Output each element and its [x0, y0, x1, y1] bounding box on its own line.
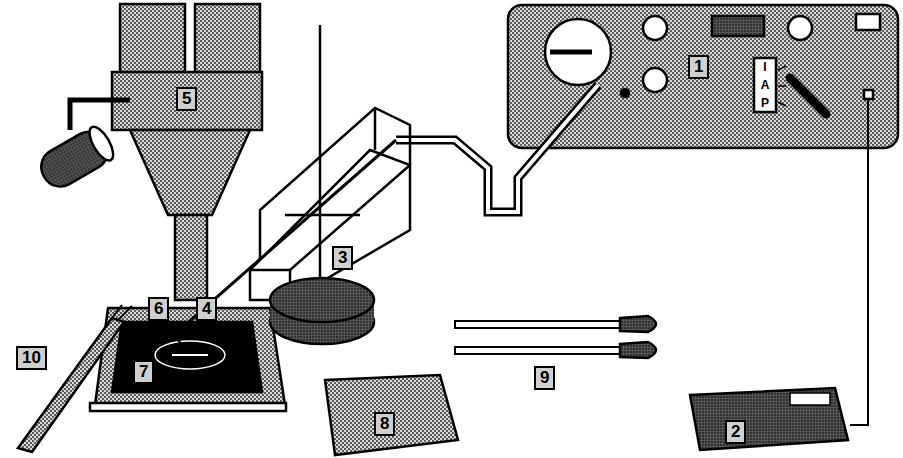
switch-position-label: P [759, 97, 771, 109]
callout-number: 1 [688, 55, 709, 79]
switch-position-label: I [759, 61, 771, 73]
callout-number: 8 [374, 412, 395, 436]
callout-number: 9 [534, 366, 555, 390]
callout-number: 3 [332, 246, 353, 270]
callout-number: 2 [725, 420, 746, 444]
callout-number: 7 [133, 360, 154, 384]
callout-number: 10 [16, 346, 47, 370]
callout-number: 5 [176, 87, 197, 111]
switch-position-label: A [759, 79, 771, 91]
callout-number: 4 [196, 297, 217, 321]
callout-number: 6 [148, 297, 169, 321]
